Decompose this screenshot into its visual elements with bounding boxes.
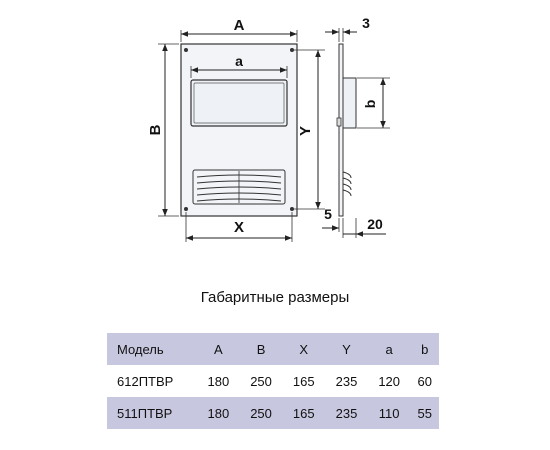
cell-X: 165 (292, 405, 315, 421)
label-20: 20 (367, 216, 383, 232)
label-a: a (235, 53, 243, 69)
duct-opening (190, 79, 288, 127)
dimension-A: A (180, 17, 298, 42)
header-Y: Y (342, 341, 351, 357)
cell-b: 55 (417, 405, 432, 421)
cell-model: 511ПТВР (117, 405, 173, 421)
side-plate (338, 43, 344, 217)
header-b: b (421, 341, 429, 357)
dimensions-caption: Габаритные размеры (200, 289, 350, 306)
table-row: 612ПТВР 180 250 165 235 120 60 (107, 365, 439, 397)
label-5: 5 (324, 206, 332, 222)
cell-Y: 235 (335, 373, 358, 389)
louver-frame (192, 169, 286, 205)
screw-hole (184, 207, 188, 211)
dimension-b: b (357, 77, 390, 129)
header-model: Модель (117, 341, 164, 357)
side-louvers (342, 171, 352, 197)
label-Y: Y (297, 126, 314, 136)
louver-slat (196, 192, 282, 196)
cell-B: 250 (250, 405, 272, 421)
cell-a: 110 (378, 405, 400, 421)
side-clip (336, 117, 342, 127)
dimension-Y: Y (294, 49, 325, 210)
label-A: A (234, 17, 245, 34)
side-duct-spigot (342, 77, 357, 129)
header-A: A (214, 341, 223, 357)
dimension-X: X (185, 212, 293, 242)
cell-a: 120 (378, 373, 401, 389)
header-a: a (385, 341, 393, 357)
cell-X: 165 (292, 373, 315, 389)
louver-slat (196, 198, 282, 202)
dimension-20: 20 (342, 216, 386, 238)
technical-drawing: A a B X Y 3 (147, 15, 390, 242)
label-3: 3 (362, 15, 370, 31)
louver-slat (196, 174, 282, 178)
label-X: X (234, 219, 244, 236)
cell-A: 180 (207, 405, 230, 421)
header-B: B (256, 341, 266, 357)
dimension-a: a (190, 53, 288, 78)
dimension-B: B (147, 43, 179, 217)
cell-b: 60 (417, 373, 432, 389)
cell-Y: 235 (335, 405, 358, 421)
label-B: B (147, 124, 164, 135)
louver-grille (192, 169, 286, 205)
dimension-3: 3 (325, 15, 370, 42)
cell-model: 612ПТВР (117, 373, 174, 389)
header-X: X (299, 341, 309, 357)
label-b: b (362, 100, 378, 109)
table-header-row: Модель A B X Y a b (107, 333, 439, 365)
louver-slat (196, 180, 282, 184)
cell-B: 250 (250, 373, 272, 389)
table-row: 511ПТВР 180 250 165 235 110 55 (107, 397, 439, 429)
screw-hole (290, 48, 294, 52)
dimensions-table: Модель A B X Y a b 612ПТВР 180 250 165 2… (107, 333, 439, 429)
duct-opening-inner (193, 82, 285, 124)
louver-slat (196, 186, 282, 190)
dimension-5: 5 (322, 206, 340, 232)
cell-A: 180 (207, 373, 230, 389)
screw-hole (290, 207, 294, 211)
side-view (336, 43, 357, 217)
screw-hole (184, 48, 188, 52)
